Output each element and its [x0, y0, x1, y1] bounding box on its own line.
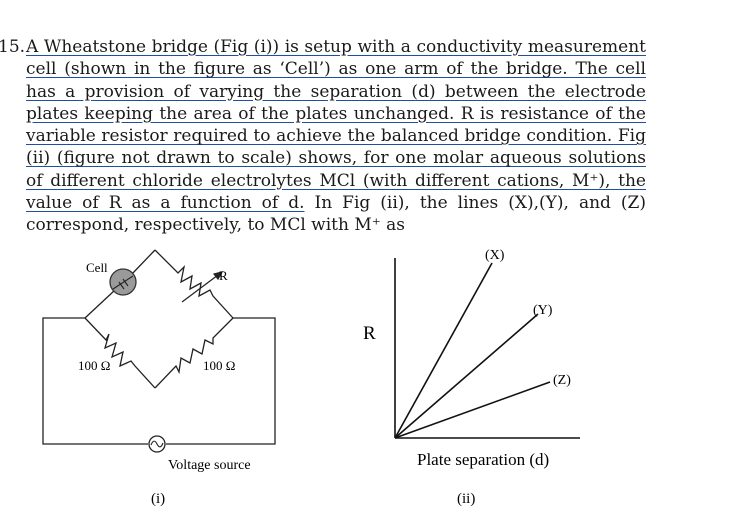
resistor-left-100 [84, 317, 156, 389]
x-axis-label: Plate separation (d) [417, 450, 549, 469]
wire-outer-left [42, 317, 148, 445]
question-number: 15. [0, 37, 26, 57]
left-resistor-label: 100 Ω [78, 358, 110, 373]
conductivity-cell-icon [109, 268, 137, 296]
voltage-source-label: Voltage source [168, 458, 251, 473]
right-resistor-label: 100 Ω [203, 358, 235, 373]
series-label-x: (X) [485, 248, 505, 263]
wire-outer-right [166, 317, 276, 445]
series-label-y: (Y) [533, 303, 553, 318]
figure-i-caption: (i) [151, 491, 165, 507]
question-text-plain: In Fig (ii), the lines (X),(Y), and (Z) … [26, 193, 646, 236]
variable-resistor-R [154, 249, 234, 319]
variable-resistor-arrow [181, 271, 224, 303]
resistor-right-100 [154, 317, 234, 389]
y-axis-label: R [363, 323, 376, 344]
series-line-z [394, 381, 551, 439]
question-text: A Wheatstone bridge (Fig (i)) is setup w… [26, 36, 646, 237]
variable-resistor-label: R [219, 268, 228, 283]
ac-voltage-source-icon [148, 435, 166, 453]
wire-cell-to-top [130, 249, 156, 276]
wheatstone-bridge-figure [42, 249, 276, 445]
question-text-underlined: A Wheatstone bridge (Fig (i)) is setup w… [26, 37, 646, 214]
series-line-x [394, 262, 493, 439]
figure-ii-caption: (ii) [457, 491, 475, 507]
series-line-y [394, 313, 539, 439]
cell-label: Cell [86, 260, 108, 275]
r-vs-d-plot [394, 258, 580, 439]
wire-left-to-cell [84, 289, 116, 319]
series-label-z: (Z) [553, 373, 571, 388]
